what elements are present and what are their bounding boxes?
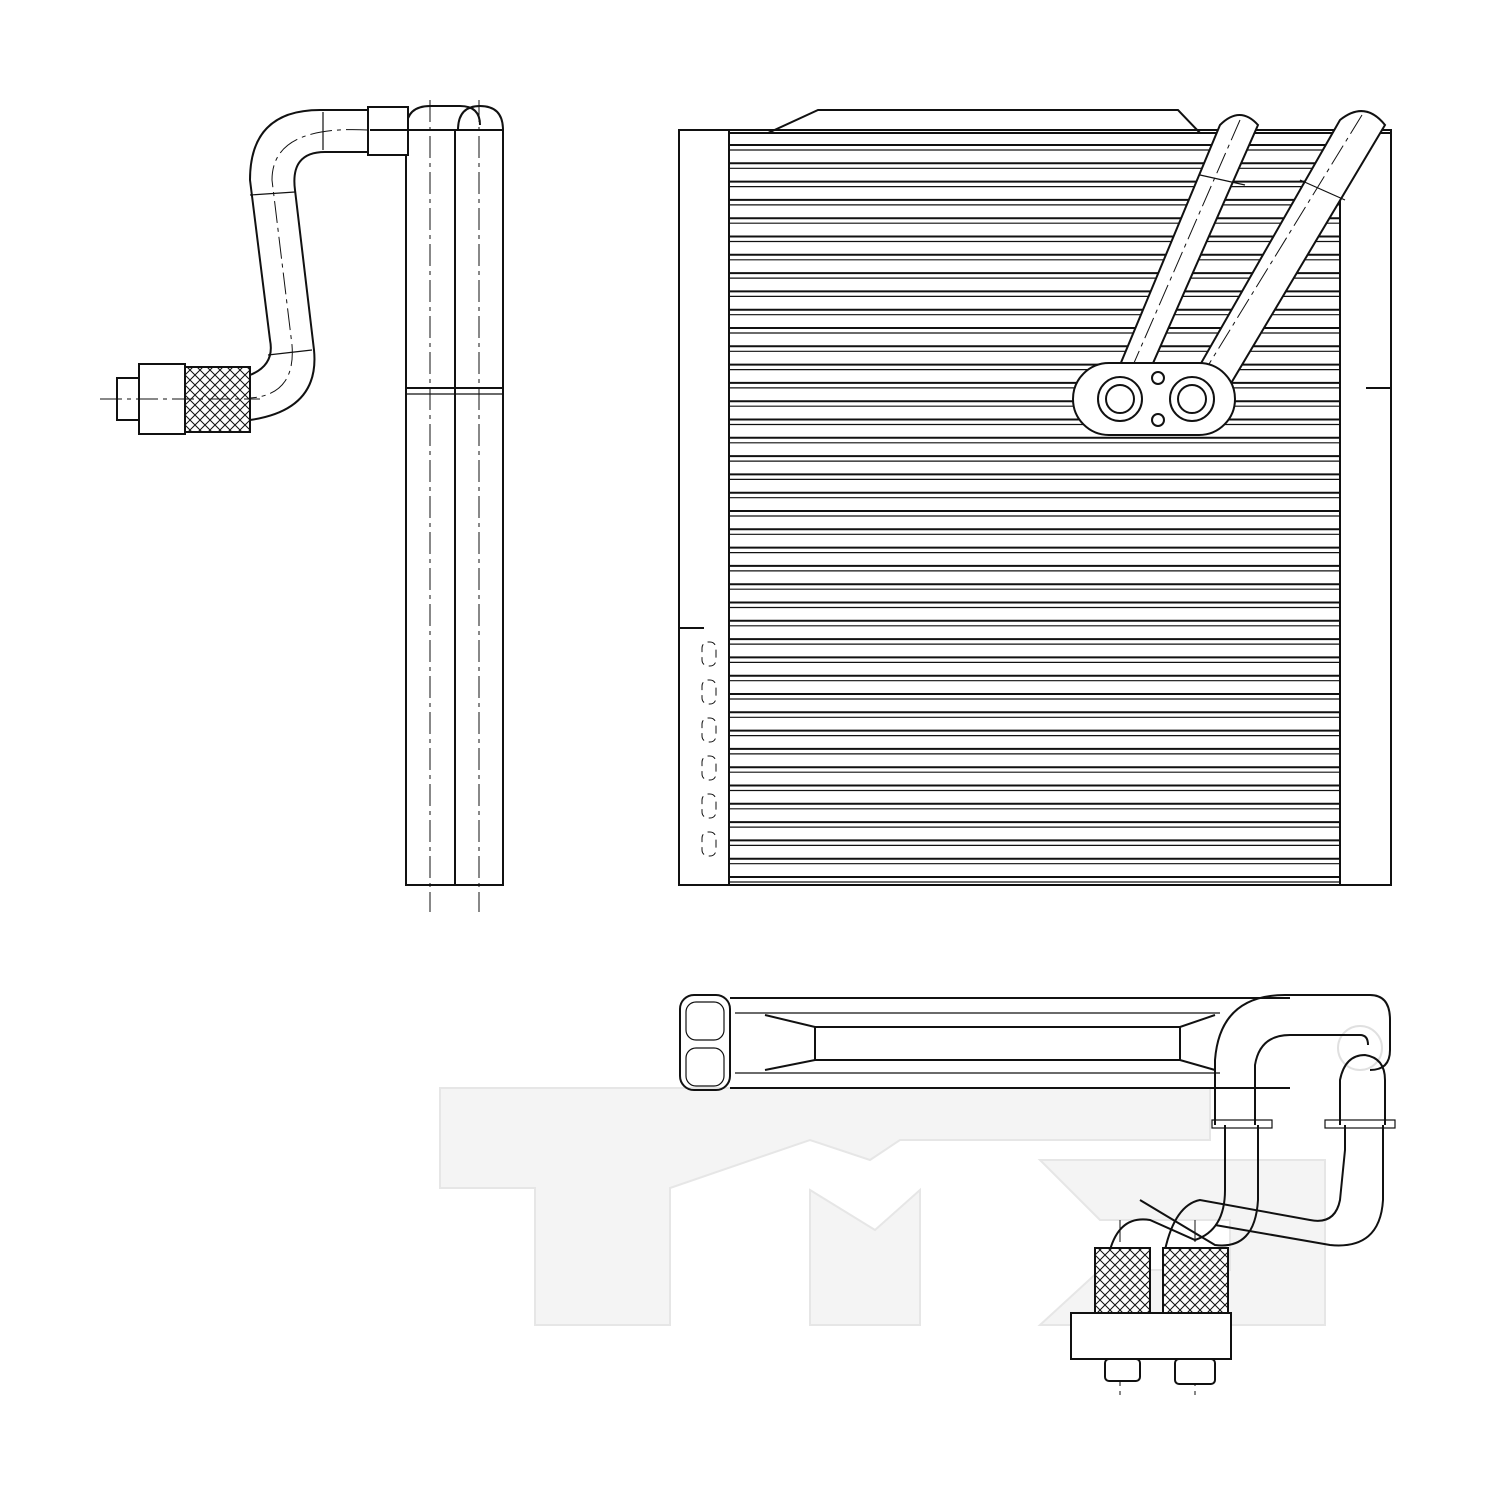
bottom-view xyxy=(679,994,1396,1400)
tyc-watermark-logo xyxy=(439,1025,1383,1326)
header-slot xyxy=(701,679,717,705)
header-slot xyxy=(701,831,717,857)
header-slots xyxy=(701,641,717,857)
fin-lines xyxy=(729,144,1340,883)
side-view xyxy=(100,100,504,912)
header-slot xyxy=(701,717,717,743)
header-slot xyxy=(701,755,717,781)
header-slot xyxy=(701,641,717,667)
header-slot xyxy=(701,793,717,819)
front-view xyxy=(678,109,1392,886)
